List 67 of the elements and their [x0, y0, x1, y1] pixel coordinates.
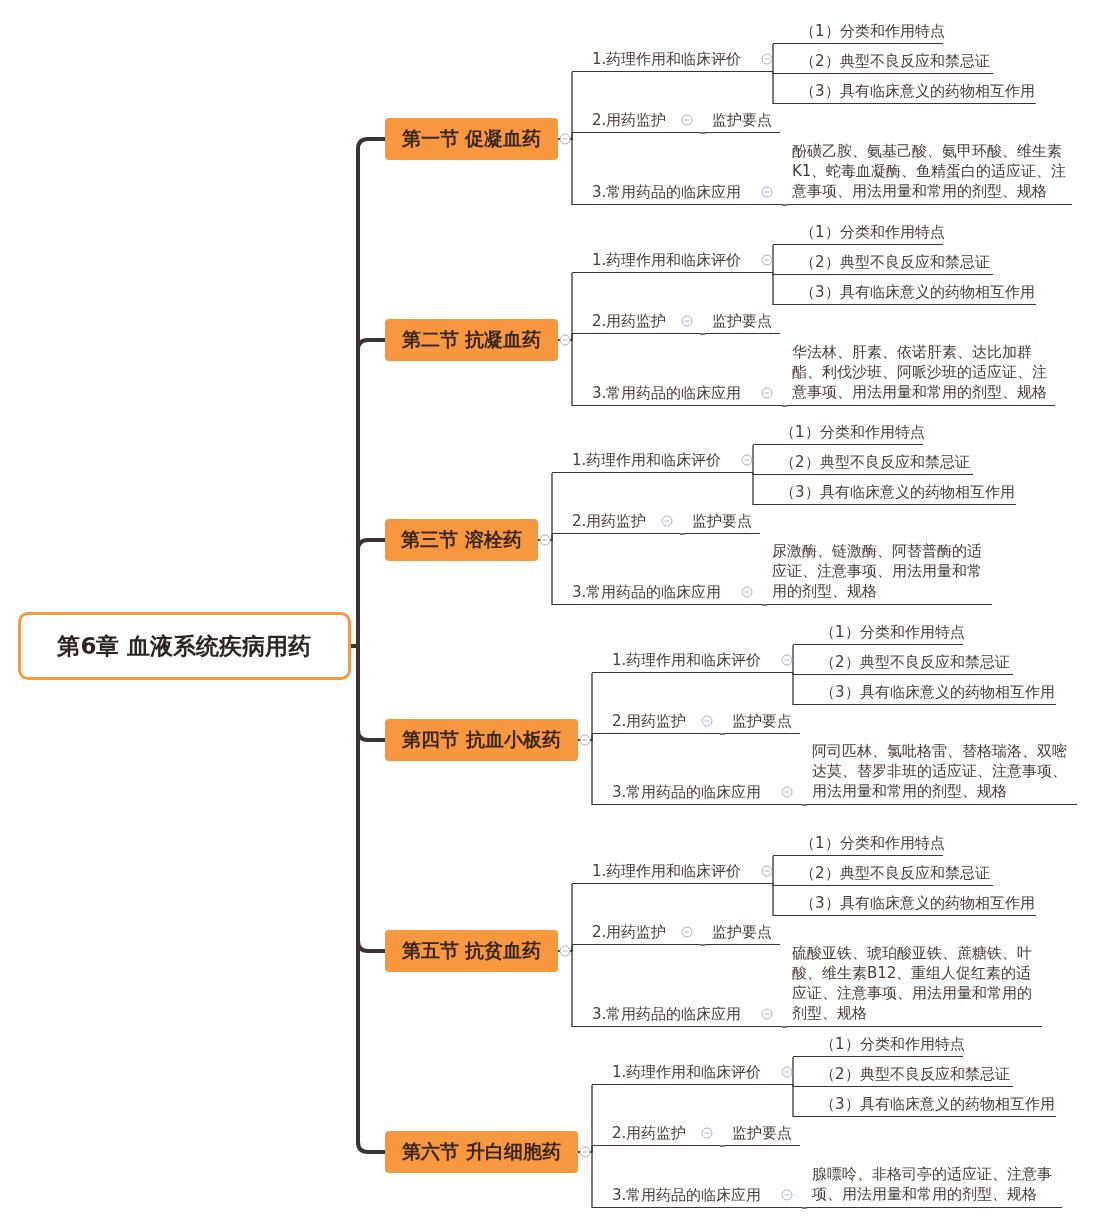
section-box: 第一节 促凝血药 [385, 118, 558, 160]
connector-line [719, 1145, 726, 1147]
connector-line [772, 883, 774, 917]
central-topic-box: 第6章 血液系统疾病用药 [18, 612, 351, 680]
connector-line [752, 444, 754, 474]
subtopic-label: 监护要点 [725, 708, 800, 734]
topic-text: 酚磺乙胺、氨基己酸、氨甲环酸、维生素K1、蛇毒血凝酶、鱼精蛋白的适应证、注意事项、用法用量和常用的剂型、规格 [787, 141, 1072, 205]
subtopic-label: （2）典型不良反应和禁忌证 [793, 1061, 1013, 1087]
subtopic-label: （3）具有临床意义的药物相互作用 [753, 479, 1016, 505]
topic-text: 腺嘌呤、非格司亭的适应证、注意事项、用法用量和常用的剂型、规格 [807, 1164, 1062, 1208]
subtopic-label: 监护要点 [705, 107, 780, 133]
topic-text: 阿司匹林、氯吡格雷、替格瑞洛、双嘧达莫、替罗非班的适应证、注意事项、用法用量和常用的剂型、规格 [807, 741, 1077, 805]
section-box: 第六节 升白细胞药 [385, 1131, 578, 1173]
section-box: 第五节 抗贫血药 [385, 930, 558, 972]
connector-line [801, 804, 808, 806]
subtopic-label: （3）具有临床意义的药物相互作用 [773, 279, 1036, 305]
subtopic-label: （2）典型不良反应和禁忌证 [773, 48, 993, 74]
subtopic-label: 监护要点 [685, 508, 760, 534]
subtopic-label: （1）分类和作用特点 [773, 18, 943, 44]
subtopic-label: 监护要点 [705, 308, 780, 334]
subtopic-label: （3）具有临床意义的药物相互作用 [773, 890, 1036, 916]
subtopic-label: （2）典型不良反应和禁忌证 [773, 860, 993, 886]
subtopic-label: （1）分类和作用特点 [793, 619, 963, 645]
connector-line [792, 672, 794, 706]
connector-line [781, 204, 788, 206]
connector-line [792, 1084, 794, 1118]
subtopic-label: （3）具有临床意义的药物相互作用 [793, 1091, 1056, 1117]
connector-line [772, 855, 774, 885]
section-box: 第二节 抗凝血药 [385, 319, 558, 361]
connector-line [772, 244, 774, 274]
subtopic-label: （2）典型不良反应和禁忌证 [773, 249, 993, 275]
section-box: 第三节 溶栓药 [385, 519, 538, 561]
connector-line [761, 604, 768, 606]
connector-line [537, 539, 553, 606]
topic-text: 尿激酶、链激酶、阿替普酶的适应证、注意事项、用法用量和常用的剂型、规格 [767, 541, 992, 605]
connector-line [557, 138, 573, 206]
connector-line [699, 132, 706, 134]
subtopic-label: （1）分类和作用特点 [753, 419, 923, 445]
connector-line [772, 272, 774, 306]
section-box: 第四节 抗血小板药 [385, 719, 578, 761]
subtopic-label: （2）典型不良反应和禁忌证 [793, 649, 1013, 675]
subtopic-label: （1）分类和作用特点 [773, 830, 943, 856]
connector-line [781, 1026, 788, 1028]
connector-line [719, 733, 726, 735]
subtopic-label: （1）分类和作用特点 [773, 219, 943, 245]
connector-line [557, 339, 573, 407]
connector-line [781, 405, 788, 407]
connector-line [792, 1056, 794, 1086]
connector-line [772, 43, 774, 73]
connector-line [577, 739, 593, 806]
connector-line [801, 1207, 808, 1209]
subtopic-label: （2）典型不良反应和禁忌证 [753, 449, 973, 475]
subtopic-label: （1）分类和作用特点 [793, 1031, 963, 1057]
connector-line [557, 950, 573, 1028]
topic-text: 硫酸亚铁、琥珀酸亚铁、蔗糖铁、叶酸、维生素B12、重组人促红素的适应证、注意事项、用法用量和常用的剂型、规格 [787, 943, 1042, 1027]
connector-line [699, 333, 706, 335]
connector-line [577, 1151, 593, 1209]
subtopic-label: 监护要点 [705, 919, 780, 945]
connector-line [792, 644, 794, 674]
connector-line [679, 533, 686, 535]
connector-line [772, 71, 774, 105]
subtopic-label: （3）具有临床意义的药物相互作用 [773, 78, 1036, 104]
topic-text: 华法林、肝素、依诺肝素、达比加群酯、利伐沙班、阿哌沙班的适应证、注意事项、用法用量和常用的剂型、规格 [787, 342, 1055, 406]
connector-line [752, 472, 754, 506]
connector-line [699, 944, 706, 946]
subtopic-label: 监护要点 [725, 1120, 800, 1146]
subtopic-label: （3）具有临床意义的药物相互作用 [793, 679, 1056, 705]
